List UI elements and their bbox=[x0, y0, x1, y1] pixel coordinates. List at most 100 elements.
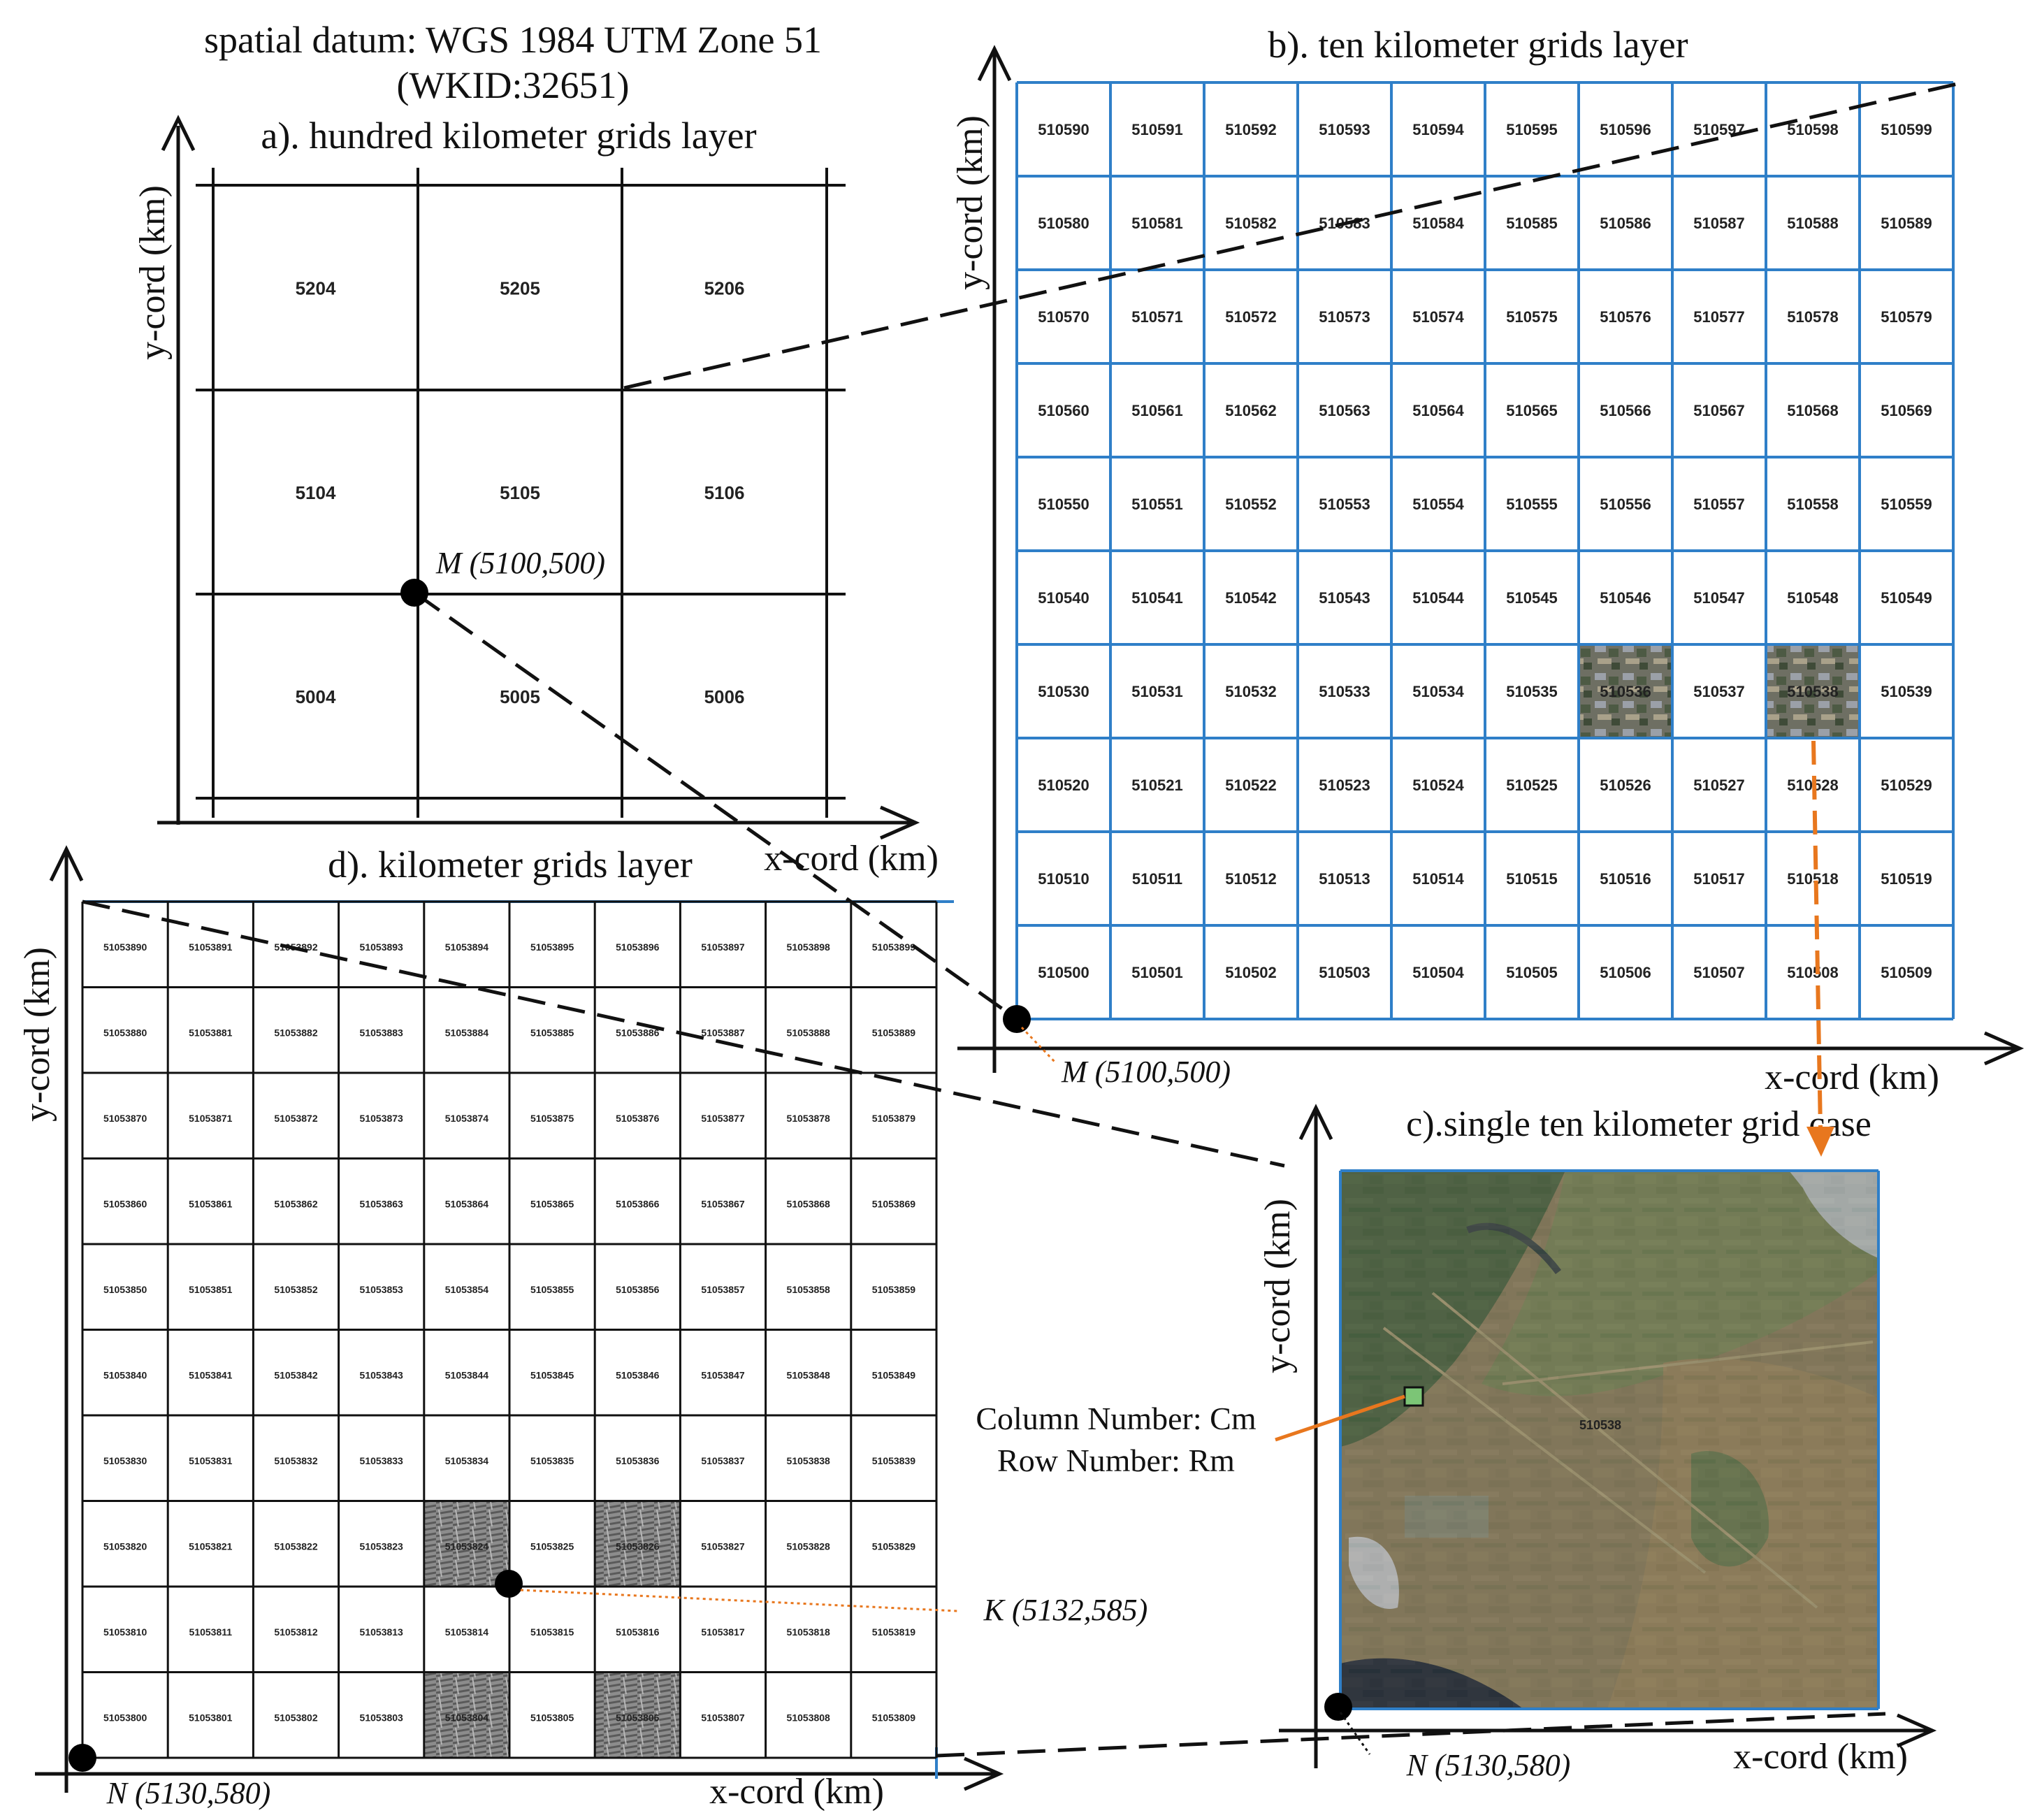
panel-b-x-arrowhead bbox=[1983, 1031, 2025, 1066]
grid-d-cell-label: 51053820 bbox=[103, 1541, 147, 1552]
point-k bbox=[495, 1570, 523, 1598]
grid-b-cell-label: 510518 bbox=[1787, 870, 1838, 888]
grid-b-cell-label: 510519 bbox=[1881, 870, 1932, 888]
grid-b-cell-label: 510584 bbox=[1412, 215, 1464, 232]
grid-b-cell-label: 510580 bbox=[1038, 215, 1089, 232]
grid-b-cell-label: 510509 bbox=[1881, 964, 1932, 981]
grid-d-cell-label: 51053873 bbox=[360, 1113, 404, 1124]
grid-b-cell-label: 510554 bbox=[1412, 496, 1464, 513]
grid-d-cell-label: 51053827 bbox=[701, 1541, 745, 1552]
grid-d-cell-label: 51053847 bbox=[701, 1370, 745, 1381]
connector-a-to-b bbox=[623, 80, 1964, 390]
grid-b-cell-label: 510527 bbox=[1693, 777, 1744, 794]
grid-b-cell-label: 510522 bbox=[1225, 777, 1276, 794]
grid-d-cell-label: 51053877 bbox=[701, 1113, 745, 1124]
grid-b-cell-label: 510517 bbox=[1693, 870, 1744, 888]
grid-b-cell-label: 510505 bbox=[1506, 964, 1557, 981]
grid-a-cell-label: 5005 bbox=[500, 686, 540, 707]
grid-b-cell-label: 510589 bbox=[1881, 215, 1932, 232]
grid-a-cell-label: 5105 bbox=[500, 482, 540, 503]
panel-d-ylabel: y-cord (km) bbox=[17, 947, 57, 1122]
grid-d-image-cell bbox=[423, 1501, 509, 1587]
grid-b-cell-label: 510586 bbox=[1600, 215, 1651, 232]
grid-a-cell-label: 5106 bbox=[704, 482, 745, 503]
grid-d-cell-label: 51053826 bbox=[616, 1541, 660, 1552]
grid-d-cell-label: 51053805 bbox=[530, 1712, 574, 1724]
grid-d-cell-label: 51053809 bbox=[872, 1712, 916, 1724]
grid-d-cell-label: 51053891 bbox=[189, 941, 233, 953]
grid-d-cell-label: 51053817 bbox=[701, 1626, 745, 1638]
grid-d-cell-label: 51053846 bbox=[616, 1370, 660, 1381]
grid-b-cell-label: 510541 bbox=[1131, 589, 1182, 607]
point-n-panel-c-label: N (5130,580) bbox=[1406, 1748, 1571, 1782]
grid-a-cell-label: 5204 bbox=[296, 278, 336, 299]
grid-d-cell-label: 51053807 bbox=[701, 1712, 745, 1724]
panel-c-title: c).single ten kilometer grid case bbox=[1406, 1104, 1871, 1144]
grid-d-cell-label: 51053894 bbox=[445, 941, 489, 953]
grid-b-cell-label: 510553 bbox=[1319, 496, 1370, 513]
point-m-panel-b-leader bbox=[1020, 1026, 1057, 1064]
grid-b-cell-label: 510543 bbox=[1319, 589, 1370, 607]
grid-b-cell-label: 510511 bbox=[1132, 870, 1182, 888]
point-m-panel-b bbox=[1003, 1005, 1031, 1033]
panel-b-y-arrowhead bbox=[977, 45, 1012, 82]
grid-d-cell-label: 51053825 bbox=[530, 1541, 574, 1552]
grid-b-cell-label: 510515 bbox=[1506, 870, 1557, 888]
grid-d-cell-label: 51053833 bbox=[360, 1455, 404, 1466]
connector-b-to-c-arrowhead bbox=[1806, 1127, 1834, 1157]
grid-d-cell-label: 51053876 bbox=[616, 1113, 660, 1124]
grid-b-cell-label: 510591 bbox=[1131, 121, 1182, 138]
grid-b-cell-label: 510567 bbox=[1693, 402, 1744, 419]
grid-a-cell-label: 5205 bbox=[500, 278, 540, 299]
grid-d-cell-label: 51053893 bbox=[360, 941, 404, 953]
panel-d-grid: 5105389051053891510538925105389351053894… bbox=[81, 900, 938, 1759]
grid-b-cell-label: 510537 bbox=[1693, 683, 1744, 700]
grid-d-cell-label: 51053855 bbox=[530, 1284, 574, 1295]
grid-d-cell-label: 51053897 bbox=[701, 941, 745, 953]
grid-b-cell-label: 510564 bbox=[1412, 402, 1464, 419]
grid-b-cell-label: 510502 bbox=[1225, 964, 1276, 981]
grid-d-cell-label: 51053830 bbox=[103, 1455, 147, 1466]
grid-d-cell-label: 51053800 bbox=[103, 1712, 147, 1724]
grid-d-cell-label: 51053810 bbox=[103, 1626, 147, 1638]
grid-b-cell-label: 510532 bbox=[1225, 683, 1276, 700]
grid-a-cell-label: 5006 bbox=[704, 686, 745, 707]
point-n-panel-c-leader bbox=[1339, 1712, 1371, 1755]
panel-a: a). hundred kilometer grids layer y-cord… bbox=[133, 115, 939, 879]
grid-b-cell-label: 510570 bbox=[1038, 308, 1089, 326]
grid-d-cell-label: 51053889 bbox=[872, 1027, 916, 1039]
grid-b-cell-label: 510565 bbox=[1506, 402, 1557, 419]
grid-b-cell-label: 510557 bbox=[1693, 496, 1744, 513]
grid-b-cell-label: 510501 bbox=[1131, 964, 1182, 981]
grid-b-cell-label: 510552 bbox=[1225, 496, 1276, 513]
grid-b-cell-label: 510533 bbox=[1319, 683, 1370, 700]
grid-b-image-cell bbox=[1766, 644, 1860, 738]
panel-b-ylabel: y-cord (km) bbox=[950, 115, 990, 290]
grid-d-cell-label: 51053883 bbox=[360, 1027, 404, 1039]
grid-b-cell-label: 510585 bbox=[1506, 215, 1557, 232]
grid-d-cell-label: 51053884 bbox=[445, 1027, 489, 1039]
grid-d-cell-label: 51053819 bbox=[872, 1626, 916, 1638]
grid-d-image-cell bbox=[595, 1672, 681, 1758]
connector-m-to-b bbox=[415, 592, 1018, 1021]
grid-b-cell-label: 510577 bbox=[1693, 308, 1744, 326]
grid-b-cell-label: 510530 bbox=[1038, 683, 1089, 700]
grid-d-cell-label: 51053853 bbox=[360, 1284, 404, 1295]
grid-d-cell-label: 51053871 bbox=[189, 1113, 233, 1124]
grid-b-cell-label: 510513 bbox=[1319, 870, 1370, 888]
panel-c: c).single ten kilometer grid case y-cord… bbox=[976, 1104, 1937, 1782]
selected-pixel-marker bbox=[1403, 1386, 1424, 1407]
grid-b-cell-label: 510538 bbox=[1787, 683, 1838, 700]
grid-d-cell-label: 51053835 bbox=[530, 1455, 574, 1466]
grid-d-cell-label: 51053818 bbox=[787, 1626, 831, 1638]
grid-d-cell-label: 51053875 bbox=[530, 1113, 574, 1124]
grid-d-cell-label: 51053844 bbox=[445, 1370, 489, 1381]
point-m-panel-a bbox=[400, 579, 428, 607]
grid-d-cell-label: 51053839 bbox=[872, 1455, 916, 1466]
grid-b-cell-label: 510508 bbox=[1787, 964, 1838, 981]
grid-d-image-cell bbox=[595, 1501, 681, 1587]
grid-b-cell-label: 510526 bbox=[1600, 777, 1651, 794]
grid-d-cell-label: 51053886 bbox=[616, 1027, 660, 1039]
grid-b-cell-label: 510521 bbox=[1131, 777, 1182, 794]
